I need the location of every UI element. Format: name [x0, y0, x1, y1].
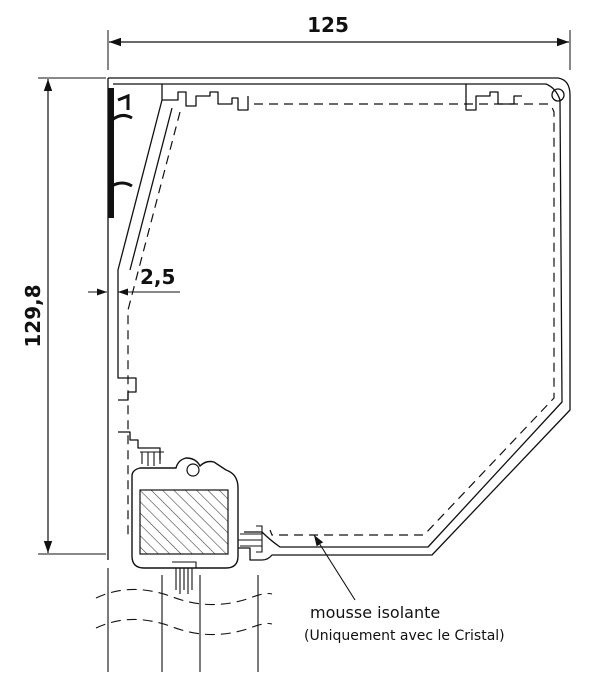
annotation-foam-label: mousse isolante	[310, 603, 440, 622]
annotation-leader	[313, 534, 356, 601]
width-dimension: 125	[107, 13, 571, 70]
inner-shell	[113, 83, 563, 548]
annotation-note-label: (Uniquement avec le Cristal)	[304, 628, 505, 644]
width-dimension-label: 125	[307, 13, 349, 37]
break-line-1	[95, 588, 273, 606]
roller-side-brush	[238, 525, 263, 553]
height-dimension-label: 129,8	[21, 284, 45, 347]
break-line-2	[95, 618, 273, 636]
front-clip-bar	[108, 88, 114, 218]
gap-dimension: 2,5	[88, 265, 180, 296]
sloped-front-wall	[117, 99, 173, 368]
height-dimension: 129,8	[21, 77, 106, 555]
front-clip-hooks	[111, 93, 133, 188]
insulation-foam	[127, 103, 555, 540]
hinge-curl	[551, 88, 565, 102]
roller-hatched-core	[139, 489, 229, 555]
roller-bottom-brush	[172, 561, 197, 594]
front-clip	[108, 88, 133, 218]
lower-wall-section	[95, 568, 273, 672]
roller-groove	[186, 463, 200, 477]
roller-bar	[131, 451, 263, 594]
box-profile	[107, 77, 571, 561]
gap-dimension-label: 2,5	[140, 265, 175, 289]
top-rail	[161, 84, 522, 111]
roller-top-brush	[140, 451, 164, 466]
left-supports	[117, 368, 161, 460]
